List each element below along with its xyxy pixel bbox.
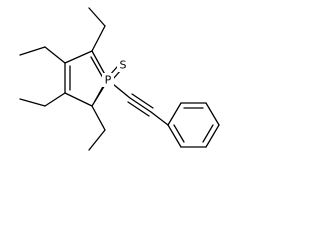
molecule-diagram: P S <box>19 7 220 151</box>
bond-p-c2-double <box>90 56 104 79</box>
ring-bond-4 <box>205 124 220 148</box>
triple-bond-lower <box>127 101 150 117</box>
phosphole-ring <box>64 50 109 107</box>
ethyl-group-top-right <box>88 7 106 52</box>
phosphorus-label-bg <box>102 73 114 87</box>
ring-double-2 <box>202 124 214 143</box>
ethyl-group-top-left <box>19 46 66 64</box>
bond-alkyne-ring <box>150 111 169 126</box>
ethyl-bond-2 <box>19 46 46 56</box>
ring-bond-1 <box>167 102 182 126</box>
triple-bond-upper <box>131 93 154 109</box>
ethyl-bond-1 <box>44 46 66 64</box>
ring-double-3 <box>173 124 185 143</box>
ethynyl-linker <box>107 79 169 126</box>
phosphorus-label: P <box>105 74 112 87</box>
ethyl-bond-1 <box>91 105 106 131</box>
bond-c2-c3 <box>64 50 93 64</box>
ethyl-bond-1 <box>91 25 106 52</box>
sulfur-label: S <box>120 59 127 72</box>
bond-c4-c5 <box>64 92 93 107</box>
ethyl-bond-2 <box>88 7 106 27</box>
ethyl-bond-2 <box>19 98 46 107</box>
ring-bond-3 <box>205 102 220 126</box>
ethyl-bond-2 <box>88 129 106 151</box>
sulfur-label-bg <box>117 58 129 72</box>
ethyl-group-bottom-left <box>19 92 66 107</box>
ethyl-bond-1 <box>44 92 66 107</box>
ethyl-group-bottom-right <box>88 105 106 151</box>
atom-sulfur: S <box>117 58 129 72</box>
phenyl-ring <box>167 102 220 148</box>
triple-bond-center <box>129 97 152 113</box>
atom-phosphorus: P <box>102 73 114 87</box>
ring-bond-6 <box>167 124 182 148</box>
